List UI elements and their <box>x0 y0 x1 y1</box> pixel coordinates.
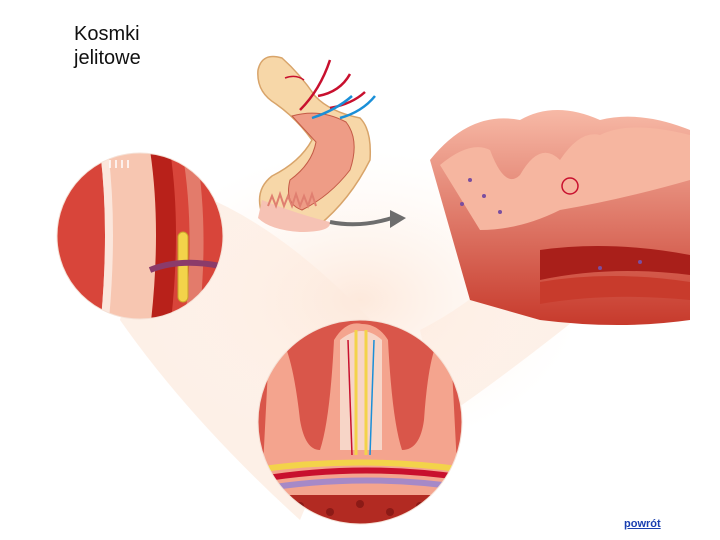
right-arrow-icon <box>329 210 406 228</box>
villi-crosssection-closeup <box>257 319 463 525</box>
small-intestine-segment <box>257 55 376 232</box>
mucosa-folds-closeup <box>430 110 690 325</box>
title-line-1: Kosmki <box>74 23 140 45</box>
title-line-2: jelitowe <box>74 47 141 69</box>
slide-title: Kosmki jelitowe <box>74 22 194 70</box>
back-link[interactable]: powrót <box>624 518 661 530</box>
villus-wall-closeup <box>56 152 224 320</box>
